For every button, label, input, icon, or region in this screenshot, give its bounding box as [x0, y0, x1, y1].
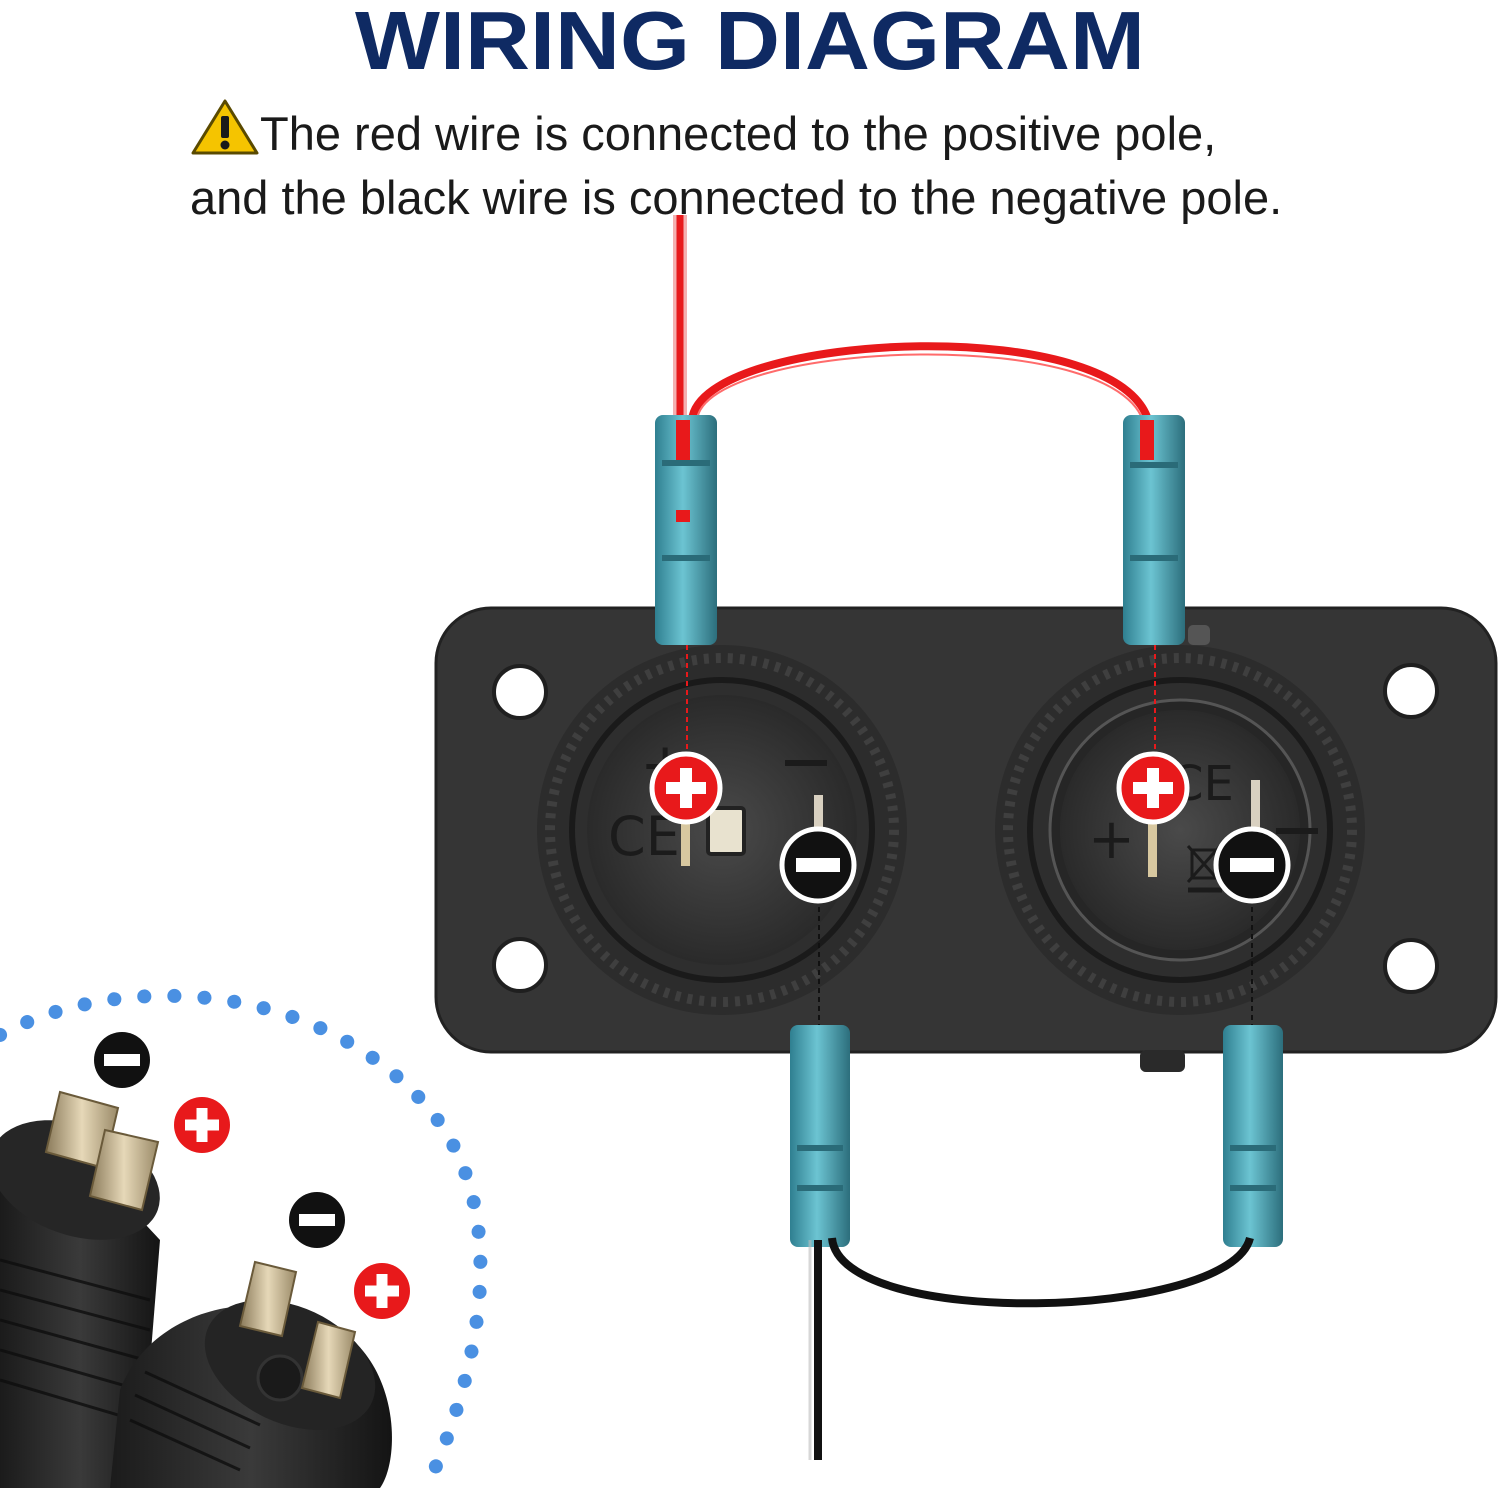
note-line-1: The red wire is connected to the positiv… [190, 98, 1440, 166]
warning-triangle-icon [191, 99, 259, 155]
minus-circle-icon [779, 826, 857, 904]
black-wire [808, 1236, 1254, 1460]
mount-hole [492, 937, 548, 993]
negative-terminal-blade [1251, 780, 1260, 850]
bottom-left-connector [790, 1025, 850, 1247]
bottom-right-connector [1223, 1025, 1283, 1247]
mount-hole [1383, 663, 1439, 719]
minus-circle-icon [289, 1192, 345, 1248]
note-text-1: The red wire is connected to the positiv… [260, 107, 1217, 160]
mount-hole [1383, 938, 1439, 994]
wiring-note: The red wire is connected to the positiv… [190, 98, 1440, 230]
minus-circle-icon [94, 1032, 150, 1088]
right-socket: CE + [995, 645, 1365, 1015]
top-right-connector [1123, 415, 1185, 645]
left-socket: CE + [537, 645, 907, 1015]
plus-circle-icon [174, 1097, 230, 1153]
mount-hole [492, 664, 548, 720]
minus-circle-icon [1213, 826, 1291, 904]
note-line-2: and the black wire is connected to the n… [190, 171, 1283, 224]
page-title: WIRING DIAGRAM [355, 0, 1145, 88]
plus-circle-icon [354, 1263, 410, 1319]
positive-terminal-blade [1148, 815, 1157, 877]
positive-terminal-blade [681, 810, 690, 866]
negative-terminal-blade [814, 795, 823, 857]
guide-lines [686, 645, 1253, 1025]
plus-circle-icon [649, 751, 723, 825]
plug-front [110, 1260, 392, 1488]
red-wire [673, 215, 1154, 431]
top-left-connector [655, 415, 717, 645]
svg-text:+: + [1088, 807, 1135, 872]
plus-circle-icon [1116, 751, 1190, 825]
